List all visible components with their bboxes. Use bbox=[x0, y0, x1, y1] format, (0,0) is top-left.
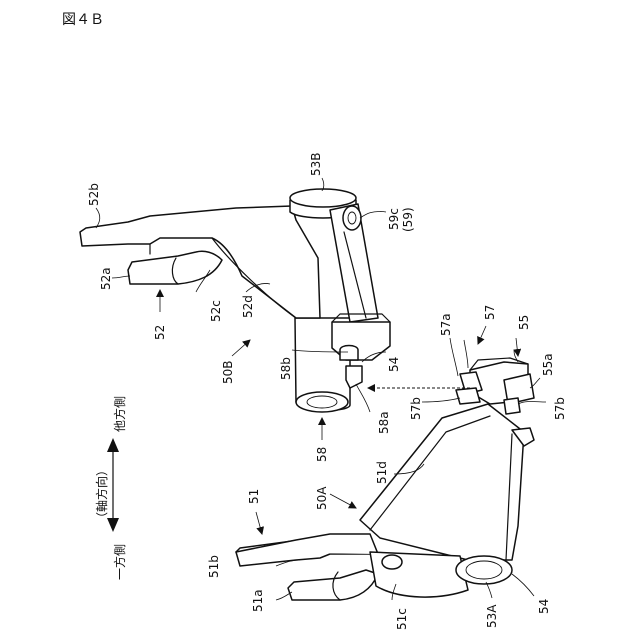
label-52d: 52d bbox=[241, 295, 255, 318]
label-55a: 55a bbox=[541, 353, 555, 376]
label-54-lower: 54 bbox=[537, 599, 551, 614]
boss-53B-top bbox=[290, 189, 356, 207]
bore-58-end bbox=[296, 392, 348, 412]
tine-51b bbox=[236, 534, 378, 554]
label-51d: 51d bbox=[375, 461, 389, 484]
label-57a: 57a bbox=[439, 313, 453, 336]
hole-59c bbox=[343, 206, 361, 230]
label-58a: 58a bbox=[377, 411, 391, 434]
label-other-side: 他方側 bbox=[112, 396, 127, 432]
label-57b-left: 57b bbox=[409, 397, 423, 420]
direction-legend: 一方側 （軸方向） 他方側 bbox=[94, 396, 127, 580]
arrow-50B bbox=[232, 340, 250, 356]
lug-55-lower bbox=[504, 398, 520, 414]
label-54-upper: 54 bbox=[387, 357, 401, 372]
arrow-57 bbox=[478, 326, 486, 344]
label-52b: 52b bbox=[87, 183, 101, 206]
arrow-50A bbox=[330, 494, 356, 508]
label-52a: 52a bbox=[99, 267, 113, 290]
label-58b: 58b bbox=[279, 357, 293, 380]
label-52: 52 bbox=[153, 325, 167, 340]
label-51a: 51a bbox=[251, 589, 265, 612]
label-59c: 59c bbox=[387, 208, 401, 230]
label-50B: 50B bbox=[221, 360, 235, 384]
pad-58a bbox=[346, 366, 362, 388]
label-51c: 51c bbox=[395, 608, 409, 630]
label-axial-direction: （軸方向） bbox=[94, 464, 109, 524]
hole-51 bbox=[382, 555, 402, 569]
tab-57b bbox=[456, 388, 480, 404]
label-55: 55 bbox=[517, 315, 531, 330]
label-57b-right: 57b bbox=[553, 397, 567, 420]
label-53A: 53A bbox=[485, 604, 499, 628]
notch-58b bbox=[340, 346, 358, 361]
label-one-side: 一方側 bbox=[112, 544, 127, 580]
boss-53A bbox=[456, 556, 512, 584]
axial-arrow-head-top bbox=[107, 438, 119, 452]
shift-fork-50B bbox=[80, 189, 390, 412]
label-51: 51 bbox=[247, 489, 261, 504]
label-53B: 53B bbox=[309, 152, 323, 176]
label-59: (59) bbox=[401, 207, 415, 232]
arrow-55 bbox=[516, 338, 518, 356]
arrow-51 bbox=[256, 512, 262, 534]
label-51b: 51b bbox=[207, 555, 221, 578]
label-52c: 52c bbox=[209, 300, 223, 322]
tine-52a bbox=[128, 251, 222, 284]
label-57: 57 bbox=[483, 305, 497, 320]
label-50A: 50A bbox=[315, 486, 329, 510]
label-58: 58 bbox=[315, 447, 329, 462]
figure-title: 図４Ｂ bbox=[62, 12, 104, 28]
